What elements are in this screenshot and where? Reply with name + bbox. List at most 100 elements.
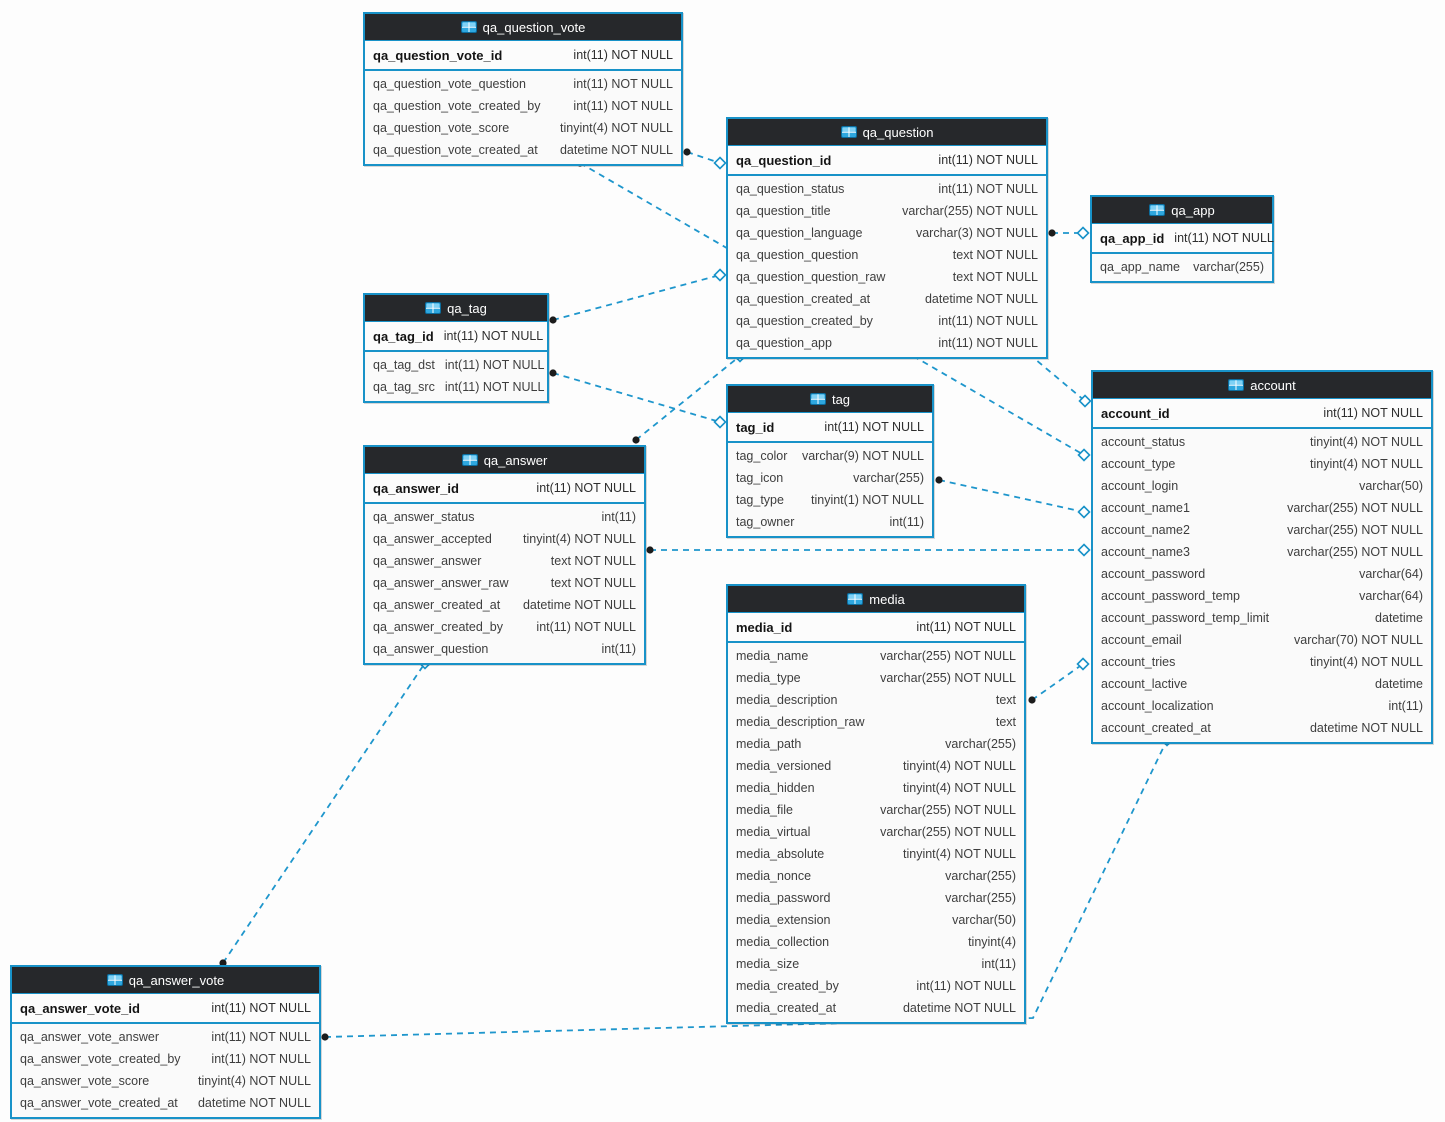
column-type: tinyint(4) NOT NULL — [903, 759, 1016, 773]
relationship-line[interactable] — [324, 739, 1168, 1038]
column-type: int(11) — [1388, 699, 1423, 713]
table-header-tag[interactable]: tag — [728, 386, 932, 413]
column-type: varchar(255) — [945, 891, 1016, 905]
column-name: qa_answer_answer — [373, 554, 482, 568]
column-type: varchar(255) NOT NULL — [880, 671, 1016, 685]
relationship-line[interactable] — [686, 151, 721, 164]
column-name: tag_color — [736, 449, 788, 463]
relationship-qa_question_app-to-qa_app[interactable] — [1048, 226, 1090, 240]
table-header-media[interactable]: media — [728, 586, 1024, 613]
column-name: qa_tag_dst — [373, 358, 435, 372]
relationship-line[interactable] — [222, 662, 426, 964]
column-type: text NOT NULL — [550, 554, 636, 568]
table-title: qa_app — [1171, 202, 1215, 218]
column-type: int(11) NOT NULL — [938, 182, 1038, 196]
table-title: tag — [831, 391, 851, 407]
column-type: text — [995, 693, 1016, 707]
relationship-qa_question_vote_question-to-qa_question[interactable] — [683, 148, 727, 170]
column-name: account_name1 — [1101, 501, 1190, 515]
table-header-qa_tag[interactable]: qa_tag — [365, 295, 547, 322]
table-header-qa_answer[interactable]: qa_answer — [365, 447, 644, 474]
relationship-tag_owner-to-account[interactable] — [935, 476, 1091, 519]
table-header-qa_answer_vote[interactable]: qa_answer_vote — [12, 967, 319, 994]
pk-endpoint-diamond — [1077, 543, 1091, 557]
column-type: int(11) NOT NULL — [536, 620, 636, 634]
column-type: text NOT NULL — [952, 270, 1038, 284]
fk-endpoint-dot — [646, 546, 654, 554]
relationship-qa_tag_dst-to-qa_question[interactable] — [549, 268, 727, 324]
column-type: varchar(50) — [1359, 479, 1423, 493]
column-name: qa_answer_vote_answer — [20, 1030, 159, 1044]
relationship-media_created_by-to-account[interactable] — [1028, 657, 1090, 704]
relationship-line[interactable] — [938, 479, 1085, 513]
table-icon — [460, 21, 477, 33]
relationship-line[interactable] — [552, 274, 721, 321]
column-name: qa_question_title — [736, 204, 831, 218]
table-icon — [106, 974, 123, 986]
column-name: media_type — [736, 671, 801, 685]
pk-column-name: qa_app_id — [1100, 230, 1165, 246]
relationship-line[interactable] — [552, 372, 721, 423]
column-name: qa_question_question — [736, 248, 859, 262]
column-name: account_tries — [1101, 655, 1176, 669]
table-title: account — [1250, 377, 1296, 393]
pk-column-name: qa_tag_id — [373, 328, 434, 344]
column-type: tinyint(4) NOT NULL — [560, 121, 673, 135]
table-header-qa_app[interactable]: qa_app — [1092, 197, 1272, 224]
relationship-qa_answer_created_by-to-account[interactable] — [646, 543, 1091, 557]
column-name: media_description_raw — [736, 715, 865, 729]
relationship-line[interactable] — [1031, 663, 1084, 701]
relationship-qa_tag_src-to-tag[interactable] — [549, 369, 727, 429]
table-header-qa_question[interactable]: qa_question — [728, 119, 1046, 146]
column-name: tag_owner — [736, 515, 795, 529]
column-type: varchar(70) NOT NULL — [1294, 633, 1423, 647]
relationship-line[interactable] — [1028, 353, 1086, 402]
table-header-account[interactable]: account — [1093, 372, 1431, 399]
column-type: varchar(255) — [1193, 260, 1264, 274]
column-name: account_type — [1101, 457, 1176, 471]
column-name: media_file — [736, 803, 793, 817]
column-type: varchar(64) — [1359, 567, 1423, 581]
table-icon — [1149, 204, 1166, 216]
fk-endpoint-dot — [321, 1033, 329, 1041]
column-name: media_collection — [736, 935, 830, 949]
relationship-qa_answer_vote_answer-to-qa_answer[interactable] — [219, 656, 432, 967]
relationship-line[interactable] — [635, 355, 741, 441]
column-type: int(11) NOT NULL — [938, 336, 1038, 350]
table-header-qa_question_vote[interactable]: qa_question_vote — [365, 14, 681, 41]
fk-endpoint-dot — [632, 436, 640, 444]
